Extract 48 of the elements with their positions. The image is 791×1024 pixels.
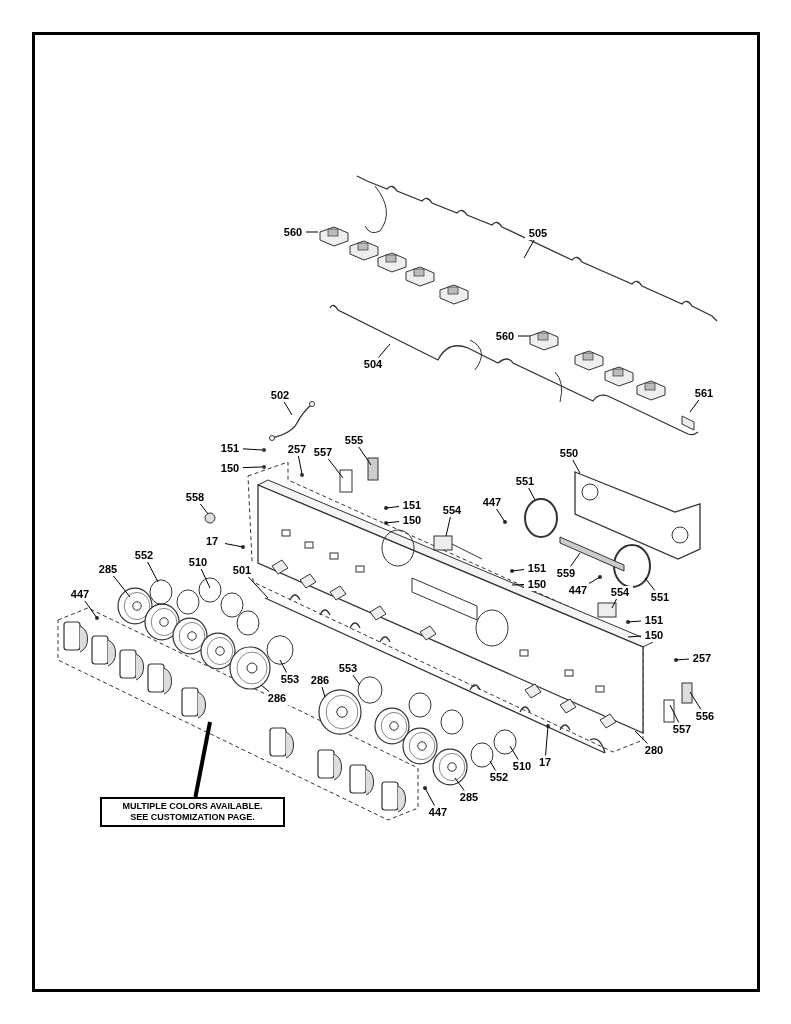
leader-line — [445, 516, 451, 537]
leader-line — [279, 659, 288, 673]
leader-line — [283, 401, 293, 416]
leader-line — [242, 466, 263, 469]
leader-line — [193, 721, 212, 798]
leader-line — [675, 658, 690, 661]
leader-line — [200, 568, 211, 589]
leader-line — [112, 575, 131, 598]
leader-line — [385, 506, 400, 509]
note-text: MULTIPLE COLORS AVAILABLE. SEE CUSTOMIZATION PAGE. — [121, 801, 264, 823]
leader-line — [224, 543, 244, 548]
leader-line — [509, 745, 519, 760]
leader-line — [84, 600, 98, 619]
leader-line — [357, 446, 372, 466]
leader-line — [305, 231, 319, 233]
leader-line — [627, 620, 642, 623]
leader-line — [511, 584, 525, 586]
leader-line — [572, 459, 581, 474]
leader-line — [247, 576, 269, 599]
leader-line — [321, 686, 326, 698]
leader-line — [634, 730, 648, 744]
leader-line — [689, 691, 702, 710]
leader-line — [523, 239, 535, 259]
leader-line — [424, 787, 435, 806]
leader-line — [327, 458, 344, 479]
leader-line — [495, 508, 506, 523]
leader-line — [378, 343, 391, 358]
leader-line — [489, 760, 496, 771]
leader-line — [644, 577, 656, 591]
callout-number: 286 — [264, 691, 290, 705]
leader-line — [517, 335, 531, 337]
leader-line — [511, 569, 525, 572]
leader-line — [242, 448, 263, 451]
leader-line — [199, 503, 209, 515]
leader-line — [297, 455, 303, 475]
leader-line — [545, 725, 549, 756]
leader-line — [689, 399, 700, 413]
leader-line — [385, 521, 400, 524]
leader-line — [454, 777, 465, 791]
note-box — [100, 797, 285, 827]
leader-line — [527, 487, 536, 501]
leader-line — [352, 674, 361, 686]
leader-line — [627, 635, 642, 638]
leader-line — [669, 704, 680, 723]
leader-line — [260, 684, 270, 692]
leader-line — [570, 552, 581, 567]
leader-line — [588, 576, 601, 584]
leader-line — [146, 561, 159, 583]
